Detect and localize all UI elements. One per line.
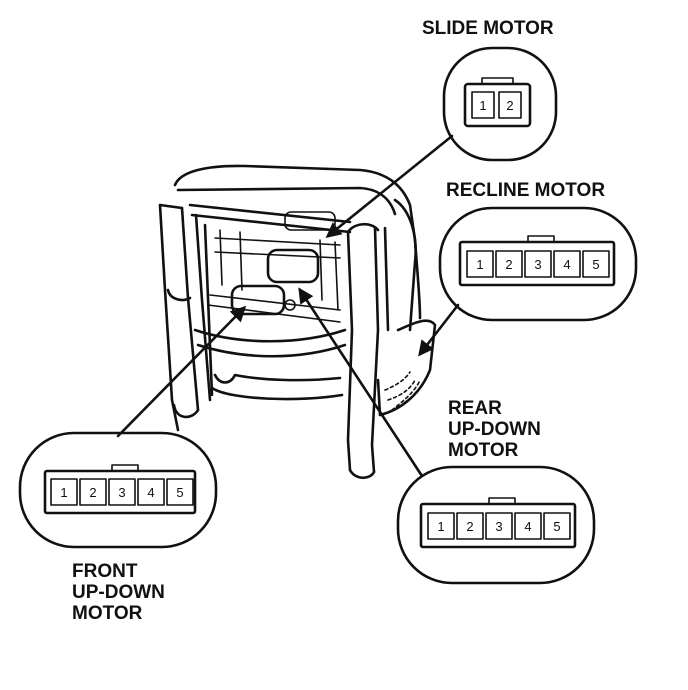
recline-motor-label: RECLINE MOTOR xyxy=(446,180,605,201)
front-pin-2: 2 xyxy=(89,485,96,500)
front-pin-3: 3 xyxy=(118,485,125,500)
recline-leader-arrow xyxy=(418,303,460,357)
rear-pin-1: 1 xyxy=(437,519,444,534)
front-up-down-motor-label: FRONT UP-DOWN MOTOR xyxy=(72,561,170,624)
rear-pin-3: 3 xyxy=(495,519,502,534)
rear-pin-2: 2 xyxy=(466,519,473,534)
seat-frame-illustration xyxy=(158,164,437,480)
front-pin-5: 5 xyxy=(176,485,183,500)
recline-pin-3: 3 xyxy=(534,257,541,272)
front-up-down-motor-connector: 1 2 3 4 5 xyxy=(18,431,218,549)
rear-up-down-motor-connector: 1 2 3 4 5 xyxy=(396,465,596,585)
slide-pin-1: 1 xyxy=(479,98,486,113)
slide-motor-connector: 1 2 xyxy=(442,46,558,162)
rear-leader-arrow xyxy=(298,287,424,478)
recline-pin-5: 5 xyxy=(592,257,599,272)
rear-up-down-motor-label: REAR UP-DOWN MOTOR xyxy=(448,398,546,461)
rear-pin-5: 5 xyxy=(553,519,560,534)
recline-pin-2: 2 xyxy=(505,257,512,272)
recline-pin-1: 1 xyxy=(476,257,483,272)
rear-pin-4: 4 xyxy=(524,519,531,534)
recline-pin-4: 4 xyxy=(563,257,570,272)
front-pin-1: 1 xyxy=(60,485,67,500)
slide-leader-arrow xyxy=(325,134,454,238)
slide-motor-label: SLIDE MOTOR xyxy=(422,18,554,39)
recline-motor-connector: 1 2 3 4 5 xyxy=(438,206,638,322)
leader-lines xyxy=(116,134,460,478)
front-pin-4: 4 xyxy=(147,485,154,500)
front-leader-arrow xyxy=(116,305,247,438)
slide-pin-2: 2 xyxy=(506,98,513,113)
